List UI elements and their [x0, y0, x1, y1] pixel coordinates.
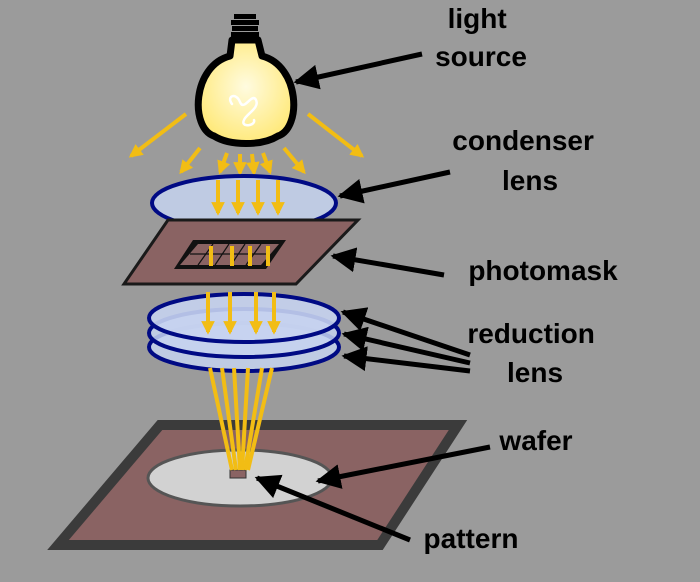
label-light-source: light source — [435, 3, 527, 72]
light-bulb-icon — [194, 14, 298, 147]
reduction-rays-upper — [201, 292, 281, 335]
arrow-pattern — [254, 474, 411, 543]
pointer-arrows — [254, 51, 491, 543]
arrow-reduction-lens-3 — [341, 346, 471, 374]
label-photomask: photomask — [468, 255, 618, 286]
arrow-condenser-lens — [337, 169, 451, 204]
condenser-rays — [211, 180, 285, 216]
wafer-stage — [47, 420, 468, 550]
wafer-pattern-icon — [229, 469, 247, 479]
light-rays — [128, 112, 365, 176]
filament — [228, 94, 258, 127]
converging-rays — [208, 367, 274, 471]
reduction-lens — [147, 292, 341, 373]
arrow-reduction-lens-1 — [340, 307, 471, 358]
label-reduction-lens: reduction lens — [467, 318, 602, 388]
labels: light source condenser lens photomask re… — [424, 3, 619, 554]
label-wafer: wafer — [498, 425, 572, 456]
label-condenser-lens: condenser lens — [452, 125, 601, 196]
arrow-light-source — [293, 51, 423, 90]
arrow-wafer — [315, 444, 491, 489]
label-pattern: pattern — [424, 523, 519, 554]
mask-rays — [209, 246, 270, 266]
arrow-reduction-lens-2 — [341, 326, 471, 366]
arrow-photomask — [330, 247, 445, 278]
photomask — [121, 218, 362, 286]
